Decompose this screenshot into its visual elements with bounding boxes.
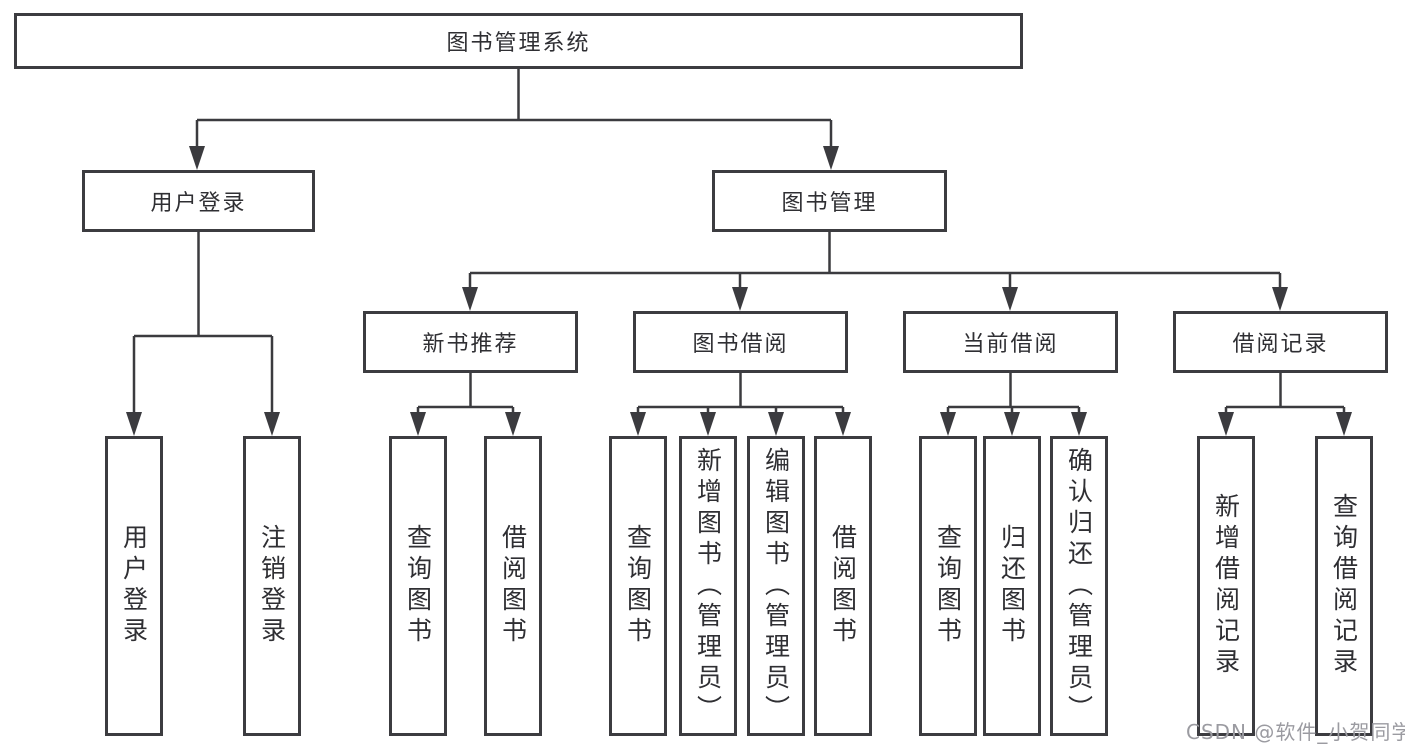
leaf-borrow-books: 借阅图书 (814, 436, 872, 736)
leaf-user-login: 用户登录 (105, 436, 163, 736)
leaf-logout-label: 注销登录 (257, 524, 287, 648)
node-borrow-records-label: 借阅记录 (1232, 332, 1329, 357)
node-current-borrow-label: 当前借阅 (962, 332, 1059, 357)
node-user-login-label: 用户登录 (150, 191, 247, 216)
connector-paths (132, 69, 1346, 416)
leaf-query-borrow-record: 查询借阅记录 (1315, 436, 1373, 736)
leaf-edit-book-admin: 编辑图书（管理员） (747, 436, 805, 736)
node-borrow-records: 借阅记录 (1173, 311, 1388, 373)
leaf-query-books-borrow: 查询图书 (609, 436, 667, 736)
leaf-query-books-recommend-label: 查询图书 (403, 524, 433, 648)
node-book-management: 图书管理 (712, 170, 947, 232)
leaf-confirm-return-admin: 确认归还（管理员） (1050, 436, 1108, 736)
leaf-query-borrow-record-label: 查询借阅记录 (1329, 493, 1359, 679)
leaf-query-books-current: 查询图书 (919, 436, 977, 736)
leaf-query-books-recommend: 查询图书 (389, 436, 447, 736)
leaf-borrow-books-recommend: 借阅图书 (484, 436, 542, 736)
arrowheads (126, 146, 1352, 436)
watermark-text: CSDN @软件_小贺同学 (1186, 720, 1405, 744)
leaf-edit-book-admin-label: 编辑图书（管理员） (761, 446, 791, 726)
leaf-return-books-label: 归还图书 (997, 524, 1027, 648)
node-current-borrow: 当前借阅 (903, 311, 1118, 373)
leaf-add-borrow-record: 新增借阅记录 (1197, 436, 1255, 736)
leaf-add-book-admin: 新增图书（管理员） (679, 436, 737, 736)
leaf-query-books-borrow-label: 查询图书 (623, 524, 653, 648)
node-new-book-recommend-label: 新书推荐 (422, 332, 519, 357)
node-root-system: 图书管理系统 (14, 13, 1023, 69)
leaf-add-book-admin-label: 新增图书（管理员） (693, 446, 723, 726)
node-user-login: 用户登录 (82, 170, 315, 232)
node-book-borrow-label: 图书借阅 (692, 332, 789, 357)
node-new-book-recommend: 新书推荐 (363, 311, 578, 373)
leaf-logout: 注销登录 (243, 436, 301, 736)
node-book-borrow: 图书借阅 (633, 311, 848, 373)
leaf-borrow-books-label: 借阅图书 (828, 524, 858, 648)
leaf-confirm-return-admin-label: 确认归还（管理员） (1064, 446, 1094, 726)
leaf-borrow-books-recommend-label: 借阅图书 (498, 524, 528, 648)
leaf-add-borrow-record-label: 新增借阅记录 (1211, 493, 1241, 679)
node-book-management-label: 图书管理 (781, 191, 878, 216)
leaf-query-books-current-label: 查询图书 (933, 524, 963, 648)
node-root-label: 图书管理系统 (446, 31, 591, 56)
leaf-user-login-label: 用户登录 (119, 524, 149, 648)
leaf-return-books: 归还图书 (983, 436, 1041, 736)
